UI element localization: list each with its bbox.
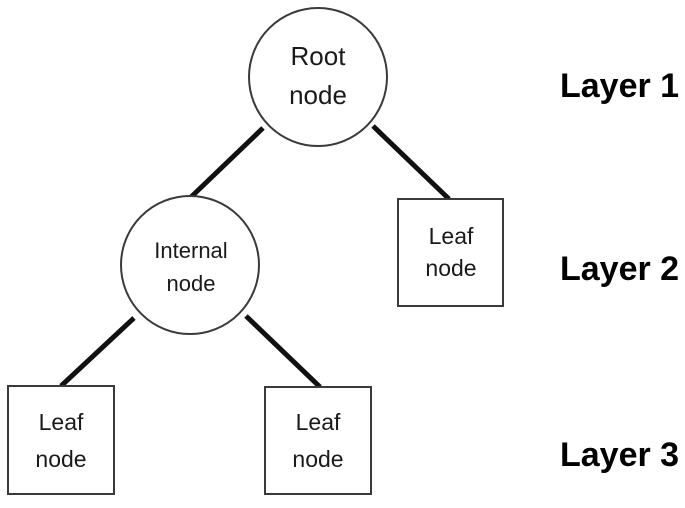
leaf-node-layer3-left-label-line2: node xyxy=(35,446,86,472)
edges xyxy=(59,124,451,389)
leaf-node-layer2: Leaf node xyxy=(397,198,504,307)
internal-node: Internal node xyxy=(120,195,260,335)
internal-node-circle xyxy=(120,195,260,335)
leaf-node-layer2-box xyxy=(397,198,504,307)
layer-label-2: Layer 2 xyxy=(560,250,679,288)
edge-internal-leaf-right xyxy=(244,314,322,389)
edge-internal-leaf-left xyxy=(59,316,136,388)
root-node-circle xyxy=(248,7,388,147)
leaf-node-layer2-label-line1: Leaf xyxy=(429,223,474,249)
root-node: Root node xyxy=(248,7,388,147)
leaf-node-layer3-right-label-line1: Leaf xyxy=(296,409,341,435)
layer-label-3: Layer 3 xyxy=(560,436,679,474)
layer-label-1: Layer 1 xyxy=(560,67,679,105)
layer-labels: Layer 1 Layer 2 Layer 3 xyxy=(560,67,679,474)
leaf-node-layer3-left-box xyxy=(7,385,115,495)
leaf-node-layer3-right-label-line2: node xyxy=(292,446,343,472)
edge-root-leaf xyxy=(371,124,451,201)
leaf-node-layer3-left-label-line1: Leaf xyxy=(39,409,84,435)
leaf-node-layer3-left: Leaf node xyxy=(7,385,115,495)
internal-node-label-line1: Internal xyxy=(154,238,227,263)
root-node-label-line2: node xyxy=(289,80,347,110)
root-node-label-line1: Root xyxy=(291,41,347,71)
leaf-node-layer2-label-line2: node xyxy=(425,255,476,281)
edge-root-internal xyxy=(188,126,265,200)
leaf-node-layer3-right-box xyxy=(264,386,372,495)
leaf-node-layer3-right: Leaf node xyxy=(264,386,372,495)
internal-node-label-line2: node xyxy=(167,271,216,296)
